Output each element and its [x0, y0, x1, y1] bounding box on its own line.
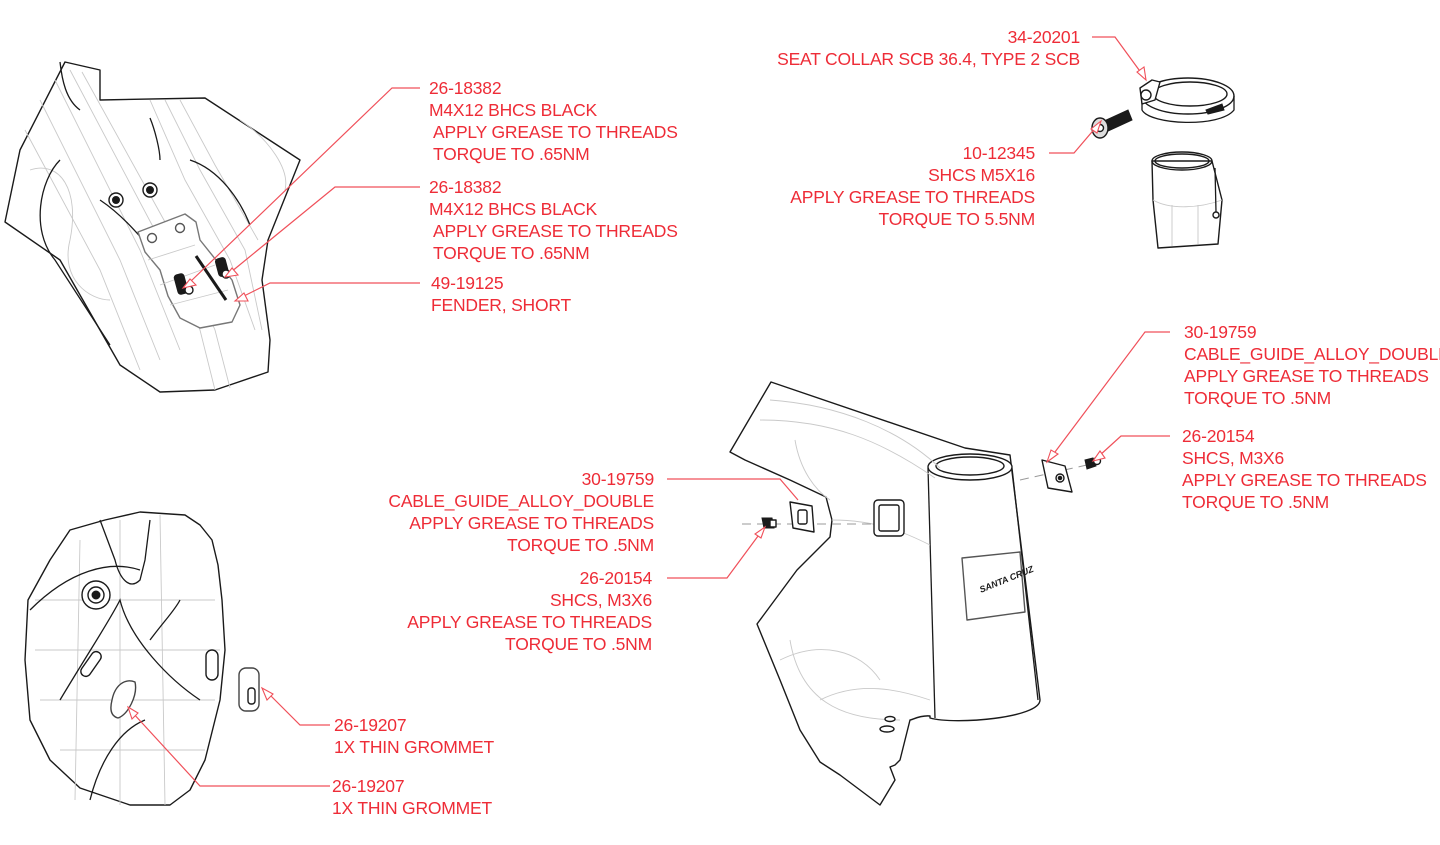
instruction: APPLY GREASE TO THREADS [433, 221, 678, 241]
seat-collar-view [1091, 77, 1235, 249]
instruction: APPLY GREASE TO THREADS [407, 612, 652, 632]
torque-spec: TORQUE TO .5NM [1184, 388, 1331, 408]
part-description: CABLE_GUIDE_ALLOY_DOUBLE [388, 491, 654, 511]
link-outline [24, 511, 226, 806]
part-number: 26-19207 [334, 715, 407, 735]
fender-bolt-2-part [215, 257, 231, 279]
callout-cable-guide-right: 30-19759 CABLE_GUIDE_ALLOY_DOUBLE APPLY … [1184, 321, 1440, 409]
fender-part [137, 213, 241, 329]
collar-logo [1205, 103, 1225, 115]
part-description: SHCS, M3X6 [1182, 448, 1285, 468]
part-number: 49-19125 [431, 273, 504, 293]
seat-collar-part [1139, 77, 1235, 124]
instruction: APPLY GREASE TO THREADS [409, 513, 654, 533]
rocker-link-view [24, 511, 260, 806]
part-description: CABLE_GUIDE_ALLOY_DOUBLE [1184, 344, 1440, 364]
callout-seat-collar: 34-20201 SEAT COLLAR SCB 36.4, TYPE 2 SC… [777, 26, 1080, 70]
part-number: 34-20201 [1007, 27, 1081, 47]
callout-grommet-2: 26-19207 1X THIN GROMMET [332, 775, 492, 819]
fender-logo [194, 255, 228, 301]
instruction: APPLY GREASE TO THREADS [1182, 470, 1427, 490]
part-description: M4X12 BHCS BLACK [429, 100, 597, 120]
part-description: 1X THIN GROMMET [332, 798, 493, 818]
bridge-bolt-hole-2 [142, 182, 158, 198]
part-description: FENDER, SHORT [431, 295, 572, 315]
instruction: APPLY GREASE TO THREADS [790, 187, 1035, 207]
leader-cable-guide-bolt-left [667, 525, 767, 579]
leader-grommet-2 [127, 705, 330, 787]
leader-fender-bolt-2 [223, 186, 420, 278]
cable-guide-bolt-left-part [761, 517, 777, 529]
cable-guide-right-part [1041, 459, 1073, 493]
callout-fender: 49-19125 FENDER, SHORT [431, 272, 571, 316]
head-tube-outline [729, 381, 1041, 806]
instruction: APPLY GREASE TO THREADS [433, 122, 678, 142]
part-number: 10-12345 [962, 143, 1036, 163]
callout-cable-guide-bolt-right: 26-20154 SHCS, M3X6 APPLY GREASE TO THRE… [1182, 425, 1427, 513]
part-description: M4X12 BHCS BLACK [429, 199, 597, 219]
torque-spec: TORQUE TO 5.5NM [878, 209, 1036, 229]
part-number: 30-19759 [1184, 322, 1257, 342]
seat-tube-part [1151, 151, 1223, 249]
callout-fender-bolt-2: 26-18382 M4X12 BHCS BLACK APPLY GREASE T… [429, 176, 678, 264]
part-description: SHCS M5X16 [928, 165, 1035, 185]
callout-cable-guide-bolt-left: 26-20154 SHCS, M3X6 APPLY GREASE TO THRE… [407, 567, 652, 655]
part-number: 26-20154 [579, 568, 653, 588]
leader-fender-bolt-1 [181, 87, 420, 289]
rear-triangle-fender-view [4, 61, 301, 393]
torque-spec: TORQUE TO .5NM [505, 634, 652, 654]
callout-grommet-1: 26-19207 1X THIN GROMMET [334, 714, 494, 758]
part-description: SHCS, M3X6 [549, 590, 652, 610]
torque-spec: TORQUE TO .5NM [507, 535, 654, 555]
cable-guide-left-part [789, 501, 815, 533]
leader-cable-guide-left [667, 478, 799, 501]
part-number: 26-19207 [332, 776, 405, 796]
part-number: 30-19759 [581, 469, 655, 489]
head-tube-view: SANTA CRUZ [729, 381, 1102, 806]
grommet-1-part [238, 667, 260, 712]
part-description: 1X THIN GROMMET [334, 737, 495, 757]
bridge-bolt-hole-1 [108, 192, 124, 208]
torque-spec: TORQUE TO .5NM [1182, 492, 1329, 512]
instruction: APPLY GREASE TO THREADS [1184, 366, 1429, 386]
grommet-2-part [110, 680, 137, 719]
callout-cable-guide-left: 30-19759 CABLE_GUIDE_ALLOY_DOUBLE APPLY … [388, 468, 654, 556]
leader-seat-collar [1092, 36, 1147, 82]
part-description: SEAT COLLAR SCB 36.4, TYPE 2 SCB [777, 49, 1080, 69]
part-number: 26-18382 [429, 177, 502, 197]
torque-spec: TORQUE TO .65NM [433, 243, 590, 263]
part-number: 26-20154 [1182, 426, 1255, 446]
leader-grommet-1 [260, 686, 330, 726]
torque-spec: TORQUE TO .65NM [433, 144, 590, 164]
fender-bolt-1-part [173, 273, 194, 295]
part-number: 26-18382 [429, 78, 502, 98]
leader-cable-guide-bolt-right [1091, 435, 1170, 462]
leader-cable-guide-right [1045, 331, 1170, 464]
leader-fender [233, 282, 420, 302]
callout-seat-collar-bolt: 10-12345 SHCS M5X16 APPLY GREASE TO THRE… [790, 142, 1035, 230]
leader-seat-collar-bolt [1049, 119, 1103, 154]
callout-fender-bolt-1: 26-18382 M4X12 BHCS BLACK APPLY GREASE T… [429, 77, 678, 165]
